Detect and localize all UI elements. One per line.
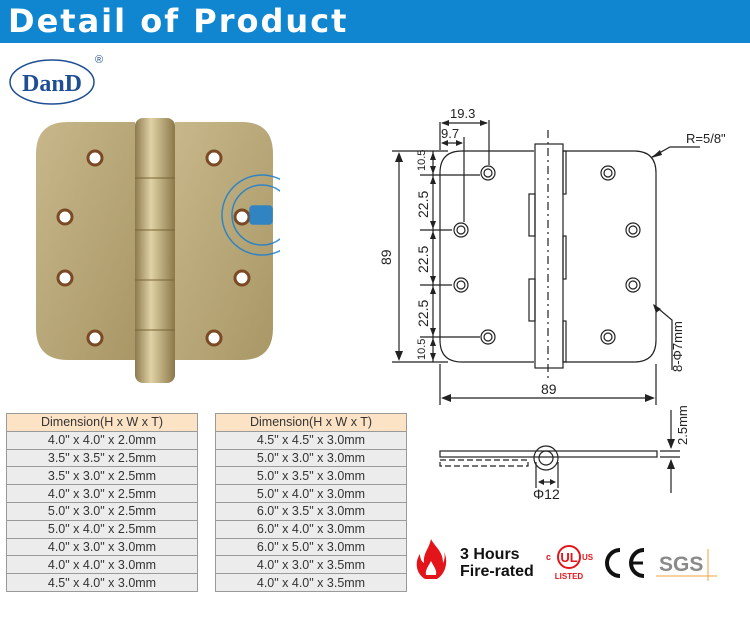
fire-icon bbox=[416, 539, 447, 579]
dim-height: 89 bbox=[378, 249, 394, 265]
table-row: 4.0" x 4.0" x 3.0mm bbox=[6, 555, 198, 575]
dim-22-5-a: 22.5 bbox=[415, 191, 431, 218]
table-row: 6.0" x 4.0" x 3.0mm bbox=[215, 519, 407, 539]
ul-mark: UL bbox=[560, 550, 577, 565]
dimension-table-2: Dimension(H x W x T) 4.5" x 4.5" x 3.0mm… bbox=[215, 413, 407, 592]
table-row: 4.0" x 4.0" x 3.5mm bbox=[215, 573, 407, 592]
sgs-text: SGS bbox=[659, 553, 703, 576]
ce-mark bbox=[605, 548, 645, 578]
table-header: Dimension(H x W x T) bbox=[215, 413, 407, 432]
left-leaf bbox=[439, 150, 534, 363]
dim-10-5-top: 10.5 bbox=[416, 150, 428, 171]
table-row: 5.0" x 4.0" x 3.0mm bbox=[215, 484, 407, 503]
table-row: 5.0" x 4.0" x 2.5mm bbox=[6, 519, 198, 539]
table-header: Dimension(H x W x T) bbox=[6, 413, 198, 432]
dim-holes: 8-Φ7mm bbox=[670, 321, 685, 372]
ul-us: US bbox=[582, 553, 594, 562]
dimension-table-1: Dimension(H x W x T) 4.0" x 4.0" x 2.0mm… bbox=[6, 413, 198, 592]
page-title: Detail of Product bbox=[8, 2, 349, 40]
table-row: 4.0" x 3.0" x 3.5mm bbox=[215, 555, 407, 575]
brand-logo: DanD bbox=[9, 59, 95, 105]
ul-listed-logo: UL c US LISTED bbox=[546, 545, 594, 581]
dim-19-3: 19.3 bbox=[450, 106, 475, 121]
dim-22-5-b: 22.5 bbox=[415, 246, 431, 273]
table-row: 4.0" x 4.0" x 2.0mm bbox=[6, 430, 198, 450]
table-row: 5.0" x 3.5" x 3.0mm bbox=[215, 466, 407, 486]
table-row: 5.0" x 3.0" x 2.5mm bbox=[6, 501, 198, 521]
knuckle bbox=[534, 143, 564, 369]
dim-9-7: 9.7 bbox=[441, 126, 459, 141]
screw-holes bbox=[453, 165, 641, 345]
dim-width: 89 bbox=[541, 381, 557, 397]
table-row: 5.0" x 3.0" x 3.0mm bbox=[215, 448, 407, 468]
table-row: 4.0" x 3.0" x 2.5mm bbox=[6, 484, 198, 503]
table-row: 6.0" x 5.0" x 3.0mm bbox=[215, 537, 407, 557]
dim-10-5-bottom: 10.5 bbox=[416, 339, 428, 360]
fire-rating-line2: Fire-rated bbox=[460, 563, 534, 580]
svg-text:DanD: DanD bbox=[22, 71, 82, 97]
dim-radius: R=5/8" bbox=[686, 131, 726, 146]
dim-22-5-c: 22.5 bbox=[415, 300, 431, 327]
hinge-photo bbox=[36, 118, 280, 383]
fire-rating-line1: 3 Hours bbox=[460, 546, 520, 563]
dim-knuckle: Φ12 bbox=[533, 486, 560, 502]
sgs-logo: SGS bbox=[656, 549, 717, 581]
ul-c: c bbox=[546, 552, 551, 562]
table-row: 6.0" x 3.5" x 3.0mm bbox=[215, 501, 407, 521]
registered-mark: ® bbox=[95, 54, 104, 66]
header-banner: Detail of Product bbox=[0, 0, 750, 43]
table-row: 3.5" x 3.5" x 2.5mm bbox=[6, 448, 198, 468]
fire-rating-label: 3 Hours Fire-rated bbox=[460, 546, 534, 580]
table-row: 4.0" x 3.0" x 3.0mm bbox=[6, 537, 198, 557]
table-row: 4.5" x 4.0" x 3.0mm bbox=[6, 573, 198, 592]
ul-listed: LISTED bbox=[555, 572, 584, 581]
right-leaf bbox=[563, 150, 657, 363]
table-row: 4.5" x 4.5" x 3.0mm bbox=[215, 430, 407, 450]
dim-thickness: 2.5mm bbox=[675, 405, 690, 445]
table-row: 3.5" x 3.0" x 2.5mm bbox=[6, 466, 198, 486]
